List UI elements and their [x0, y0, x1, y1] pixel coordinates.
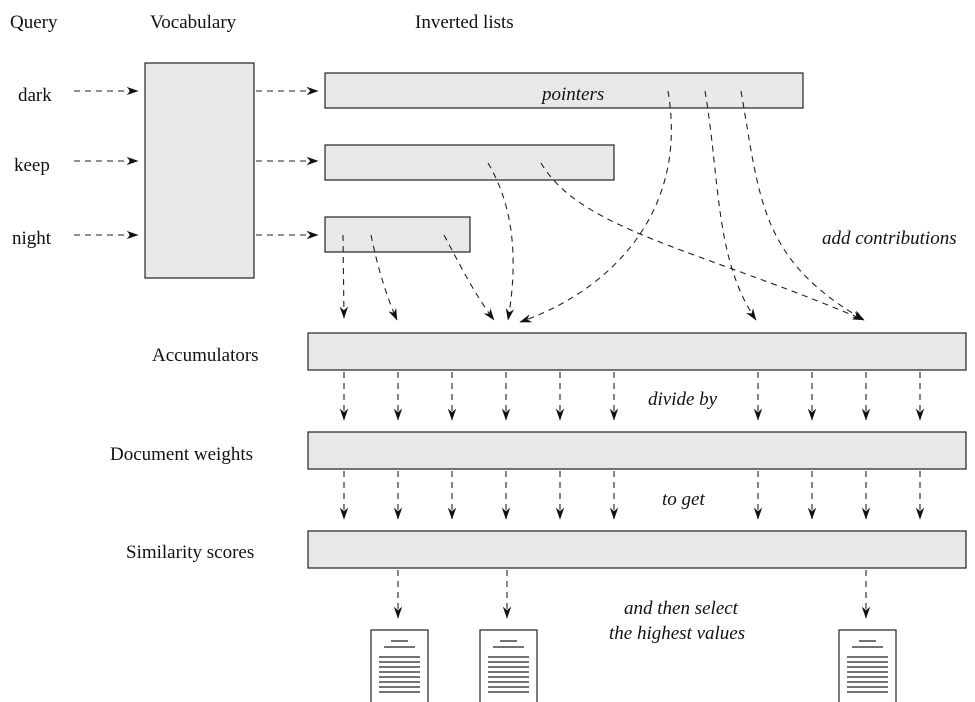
accumulators-label: Accumulators [152, 345, 259, 366]
document-icon [370, 629, 429, 702]
pointer-night-3 [443, 234, 495, 321]
select-label-line1: and then select [624, 598, 739, 619]
pointer-dark-2 [704, 90, 757, 321]
pointer-night-2 [370, 234, 398, 321]
pointer-keep-1 [487, 162, 515, 321]
inverted-list-dark [324, 72, 804, 109]
inverted-list-night [324, 216, 471, 253]
similarity-scores-label: Similarity scores [126, 542, 254, 563]
accumulators-box [307, 332, 967, 371]
document-weights-box [307, 431, 967, 470]
query-header: Query [10, 12, 58, 33]
pointer-night-1 [339, 234, 349, 319]
document-icon [838, 629, 897, 702]
inverted-lists-header: Inverted lists [415, 12, 514, 33]
pointer-keep-2 [540, 162, 865, 321]
add-contributions-label: add contributions [822, 228, 957, 249]
inverted-list-keep [324, 144, 615, 181]
pointers-label: pointers [540, 84, 604, 105]
similarity-scores-box [307, 530, 967, 569]
query-term-keep: keep [14, 155, 50, 176]
query-term-dark: dark [18, 85, 52, 106]
vocabulary-box [144, 62, 255, 279]
pointer-dark-1 [519, 90, 672, 323]
document-icon [479, 629, 538, 702]
select-label-line2: the highest values [609, 623, 745, 644]
divide-by-label: divide by [648, 389, 718, 410]
to-get-label: to get [662, 489, 705, 510]
pointer-dark-3 [740, 90, 865, 321]
document-weights-label: Document weights [110, 444, 253, 465]
query-term-night: night [12, 228, 52, 249]
vocabulary-header: Vocabulary [150, 12, 237, 33]
transfer-arrows [339, 372, 925, 520]
